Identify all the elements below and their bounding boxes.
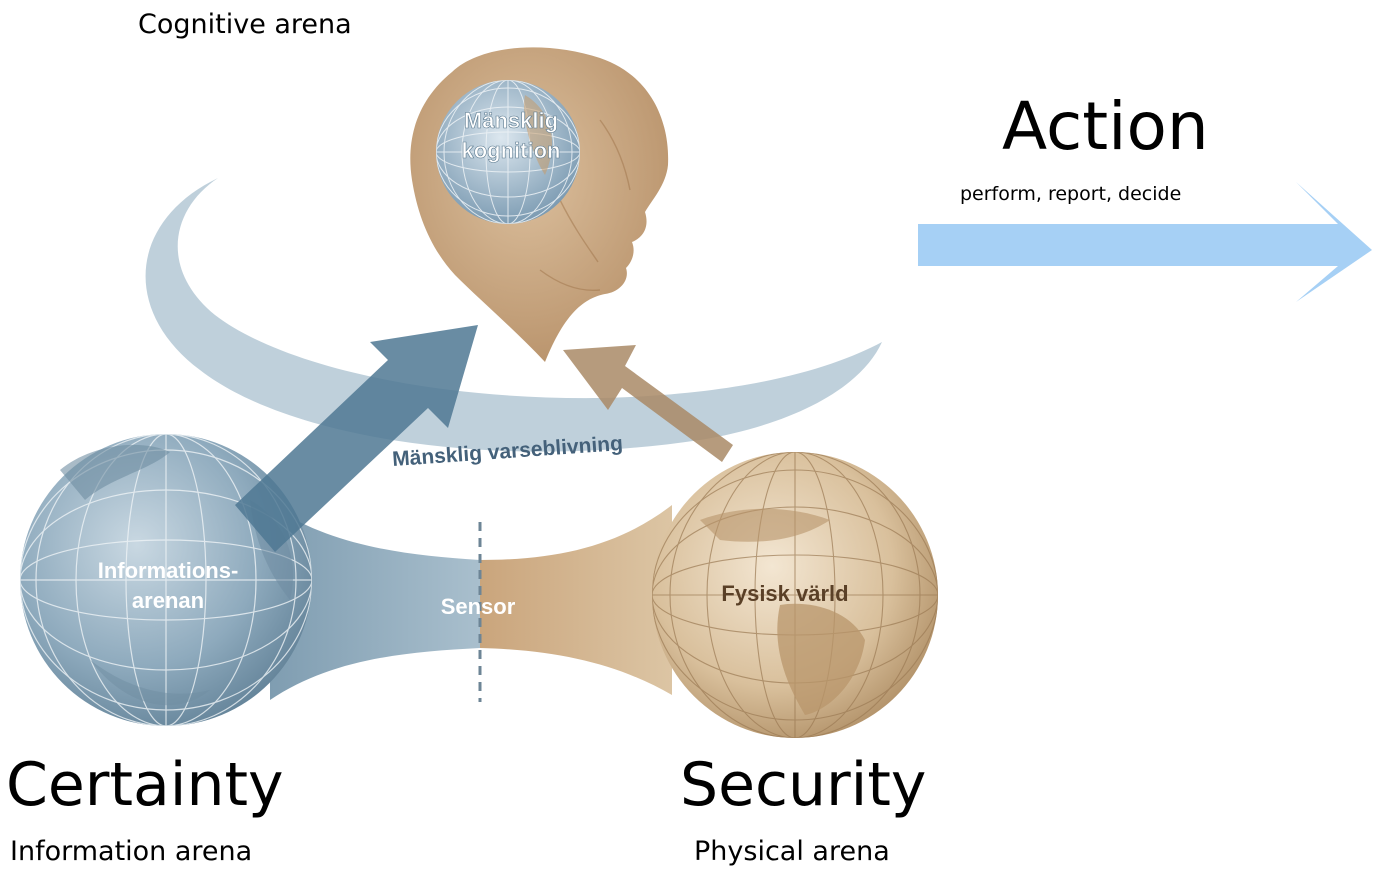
action-subtitle: perform, report, decide bbox=[960, 183, 1182, 205]
cognitive-arena-label: Cognitive arena bbox=[138, 9, 352, 40]
sensor-label: Sensor bbox=[441, 594, 516, 619]
cognition-globe bbox=[436, 80, 580, 224]
physical-world-globe bbox=[652, 452, 938, 738]
perception-arc bbox=[145, 178, 882, 452]
info-globe-label-line2: arenan bbox=[132, 588, 204, 613]
physical-to-cognition-arrow bbox=[563, 345, 733, 462]
certainty-title: Certainty bbox=[6, 750, 284, 820]
sensor-tube-tan bbox=[480, 505, 672, 695]
action-title: Action bbox=[1002, 88, 1209, 165]
info-globe-label-line1: Informations- bbox=[98, 558, 239, 583]
action-arrow bbox=[918, 182, 1372, 302]
security-subtitle: Physical arena bbox=[694, 836, 890, 867]
security-title: Security bbox=[680, 750, 927, 820]
certainty-subtitle: Information arena bbox=[10, 836, 253, 867]
sensor-tube-blue bbox=[270, 505, 480, 700]
head-label-line2: kognition bbox=[462, 138, 561, 163]
info-to-cognition-arrow bbox=[235, 325, 478, 552]
head-label-line1: Mänsklig bbox=[464, 108, 558, 133]
physical-globe-label: Fysisk värld bbox=[721, 581, 848, 606]
